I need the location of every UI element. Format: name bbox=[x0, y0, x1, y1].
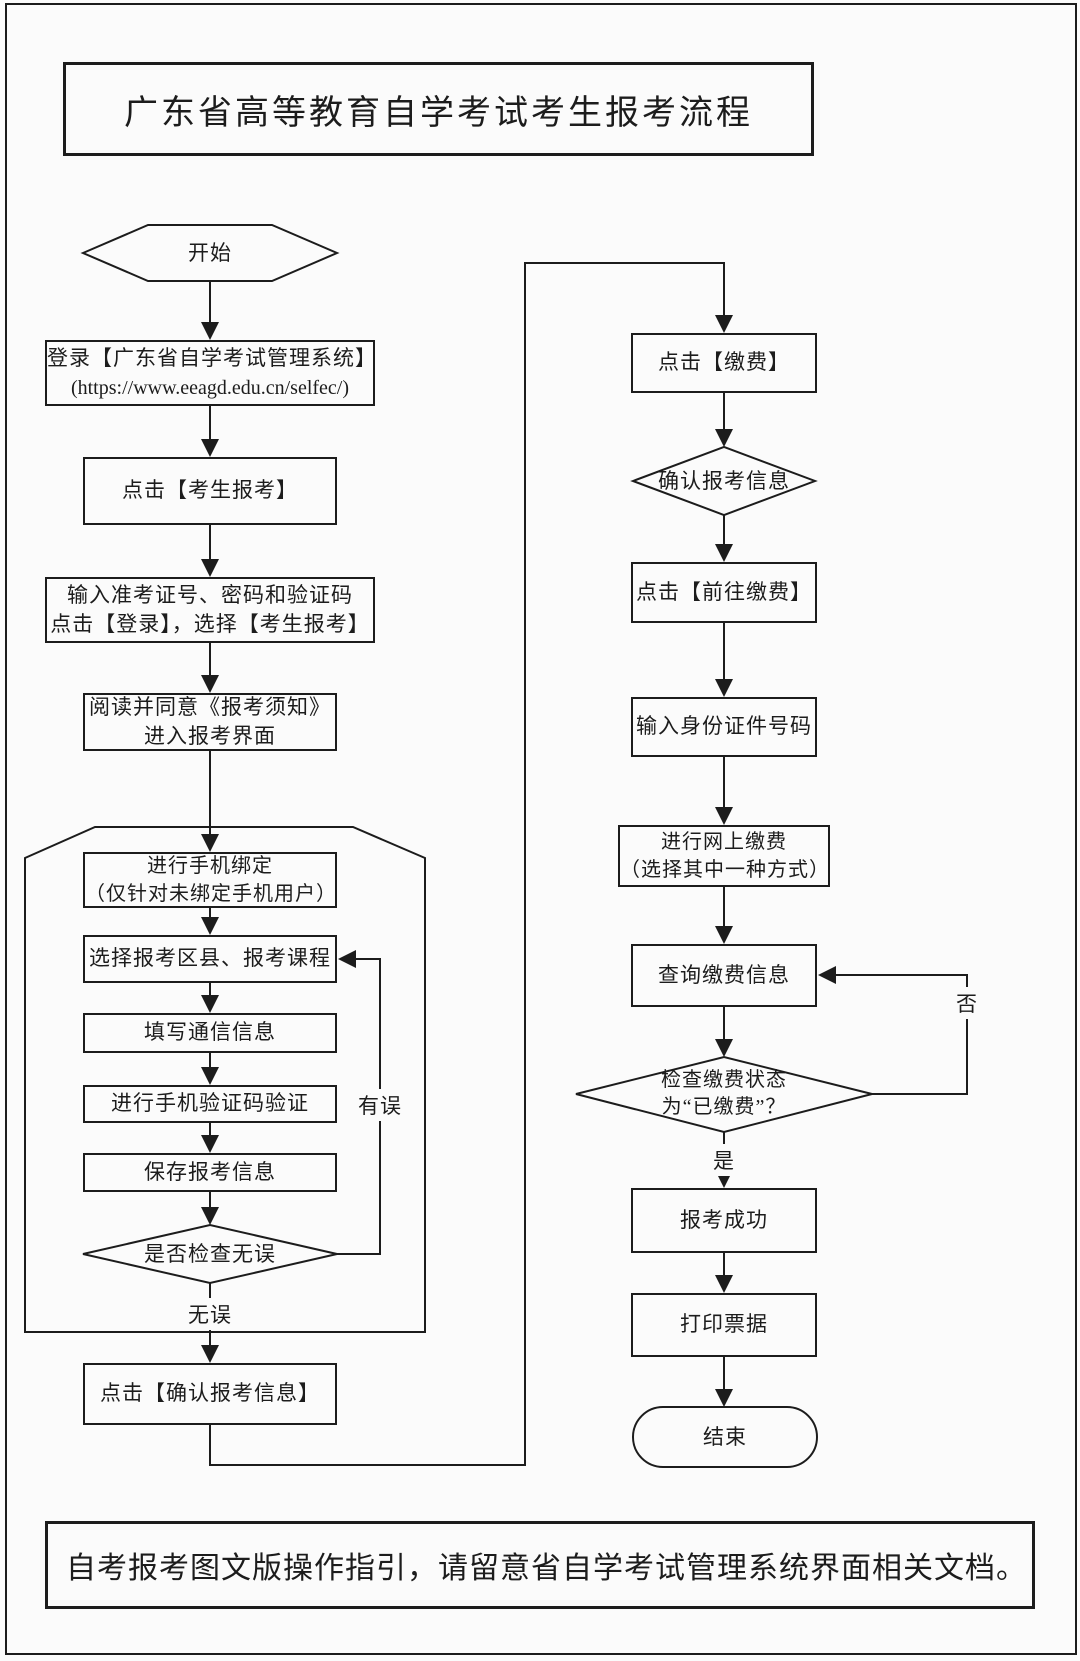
step-enter-credentials-line1: 输入准考证号、密码和验证码 bbox=[67, 582, 353, 607]
decision-confirm-info: 确认报考信息 bbox=[624, 455, 824, 507]
step-query-payment: 查询缴费信息 bbox=[631, 944, 817, 1007]
step-fill-contact: 填写通信信息 bbox=[83, 1013, 337, 1053]
step-click-register: 点击【考生报考】 bbox=[83, 457, 337, 525]
step-bind-phone-line2: （仅针对未绑定手机用户） bbox=[85, 883, 337, 905]
step-read-notice-line2: 进入报考界面 bbox=[144, 724, 276, 748]
step-online-pay-line1: 进行网上缴费 bbox=[661, 831, 787, 853]
step-register-success: 报考成功 bbox=[631, 1188, 817, 1253]
step-online-pay: 进行网上缴费 （选择其中一种方式） bbox=[618, 825, 830, 887]
step-query-payment-label: 查询缴费信息 bbox=[658, 962, 790, 987]
step-click-pay-label: 点击【缴费】 bbox=[658, 350, 790, 375]
end-terminator: 结束 bbox=[633, 1407, 817, 1467]
edge-label-yes: 是 bbox=[710, 1144, 738, 1176]
step-save-info: 保存报考信息 bbox=[83, 1153, 337, 1192]
page-border bbox=[5, 3, 1077, 1655]
step-login-system: 登录【广东省自学考试管理系统】 (https://www.eeagd.edu.c… bbox=[45, 340, 377, 406]
step-print-receipt: 打印票据 bbox=[631, 1293, 817, 1357]
step-online-pay-line2: （选择其中一种方式） bbox=[620, 859, 830, 881]
start-label: 开始 bbox=[188, 240, 232, 265]
step-save-info-label: 保存报考信息 bbox=[144, 1159, 276, 1184]
decision-check-correct: 是否检查无误 bbox=[110, 1228, 310, 1280]
decision-check-correct-label: 是否检查无误 bbox=[144, 1241, 276, 1266]
step-fill-contact-label: 填写通信信息 bbox=[144, 1020, 276, 1045]
page-title: 广东省高等教育自学考试考生报考流程 bbox=[124, 94, 753, 132]
step-read-notice-line1: 阅读并同意《报考须知》 bbox=[89, 694, 331, 719]
step-register-success-label: 报考成功 bbox=[680, 1207, 768, 1232]
edge-label-no: 否 bbox=[953, 987, 981, 1019]
step-read-notice: 阅读并同意《报考须知》 进入报考界面 bbox=[83, 693, 337, 751]
end-label: 结束 bbox=[703, 1424, 747, 1449]
step-enter-credentials-line2: 点击【登录】，选择【考生报考】 bbox=[50, 612, 370, 636]
step-click-pay: 点击【缴费】 bbox=[631, 333, 817, 393]
step-click-register-label: 点击【考生报考】 bbox=[122, 478, 298, 503]
step-enter-credentials: 输入准考证号、密码和验证码 点击【登录】，选择【考生报考】 bbox=[45, 577, 375, 643]
step-goto-pay-label: 点击【前往缴费】 bbox=[636, 579, 812, 604]
edge-label-no-error: 无误 bbox=[185, 1298, 235, 1330]
step-enter-id-label: 输入身份证件号码 bbox=[636, 714, 812, 739]
step-enter-id: 输入身份证件号码 bbox=[631, 697, 817, 757]
step-login-line1: 登录【广东省自学考试管理系统】 bbox=[47, 346, 377, 371]
start-terminator: 开始 bbox=[83, 225, 337, 281]
step-select-courses-label: 选择报考区县、报考课程 bbox=[89, 946, 331, 971]
title-box: 广东省高等教育自学考试考生报考流程 bbox=[63, 62, 814, 156]
step-confirm-info-label: 点击【确认报考信息】 bbox=[100, 1381, 320, 1406]
step-bind-phone: 进行手机绑定 （仅针对未绑定手机用户） bbox=[83, 852, 337, 908]
edge-label-has-error: 有误 bbox=[355, 1089, 405, 1121]
decision-confirm-info-label: 确认报考信息 bbox=[658, 468, 790, 493]
decision-payment-status: 检查缴费状态 为“已缴费”？ bbox=[624, 1065, 824, 1123]
decision-payment-status-line1: 检查缴费状态 bbox=[661, 1069, 787, 1091]
step-bind-phone-line1: 进行手机绑定 bbox=[147, 855, 273, 877]
footer-note-box: 自考报考图文版操作指引，请留意省自学考试管理系统界面相关文档。 bbox=[45, 1521, 1035, 1609]
step-confirm-info: 点击【确认报考信息】 bbox=[83, 1363, 337, 1425]
step-verify-sms-label: 进行手机验证码验证 bbox=[111, 1091, 309, 1116]
decision-payment-status-line2: 为“已缴费”？ bbox=[661, 1096, 787, 1118]
step-verify-sms: 进行手机验证码验证 bbox=[83, 1085, 337, 1123]
step-print-receipt-label: 打印票据 bbox=[680, 1312, 768, 1337]
step-select-courses: 选择报考区县、报考课程 bbox=[83, 935, 337, 983]
step-goto-pay: 点击【前往缴费】 bbox=[631, 562, 817, 623]
footer-note: 自考报考图文版操作指引，请留意省自学考试管理系统界面相关文档。 bbox=[66, 1552, 1027, 1585]
step-login-url: (https://www.eeagd.edu.cn/selfec/) bbox=[70, 376, 350, 399]
